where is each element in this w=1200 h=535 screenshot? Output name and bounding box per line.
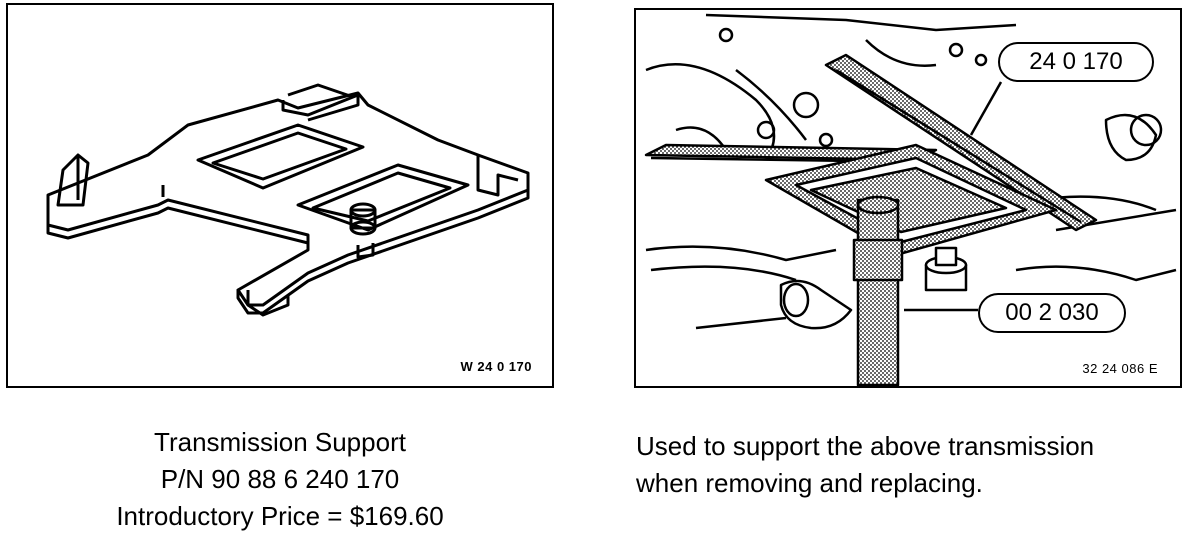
wrench-number-callout: 00 2 030 (978, 293, 1126, 333)
product-name: Transmission Support (154, 427, 406, 457)
tool-illustration-panel: W 24 0 170 (6, 3, 554, 388)
figure-code-right: 32 24 086 E (1082, 361, 1158, 376)
product-caption: Transmission Support P/N 90 88 6 240 170… (6, 424, 554, 535)
part-number: P/N 90 88 6 240 170 (160, 464, 400, 494)
transmission-support-drawing (46, 83, 530, 317)
introductory-price: Introductory Price = $169.60 (116, 501, 444, 531)
transmission-mounted-drawing (644, 13, 1177, 386)
figure-code-left: W 24 0 170 (460, 359, 532, 374)
usage-description: Used to support the above transmission w… (636, 428, 1196, 502)
usage-line-1: Used to support the above transmission (636, 431, 1095, 461)
usage-line-2: when removing and replacing. (636, 468, 983, 498)
installed-view-panel: 24 0 170 00 2 030 32 24 086 E (634, 8, 1182, 388)
tool-number-callout: 24 0 170 (998, 42, 1154, 82)
